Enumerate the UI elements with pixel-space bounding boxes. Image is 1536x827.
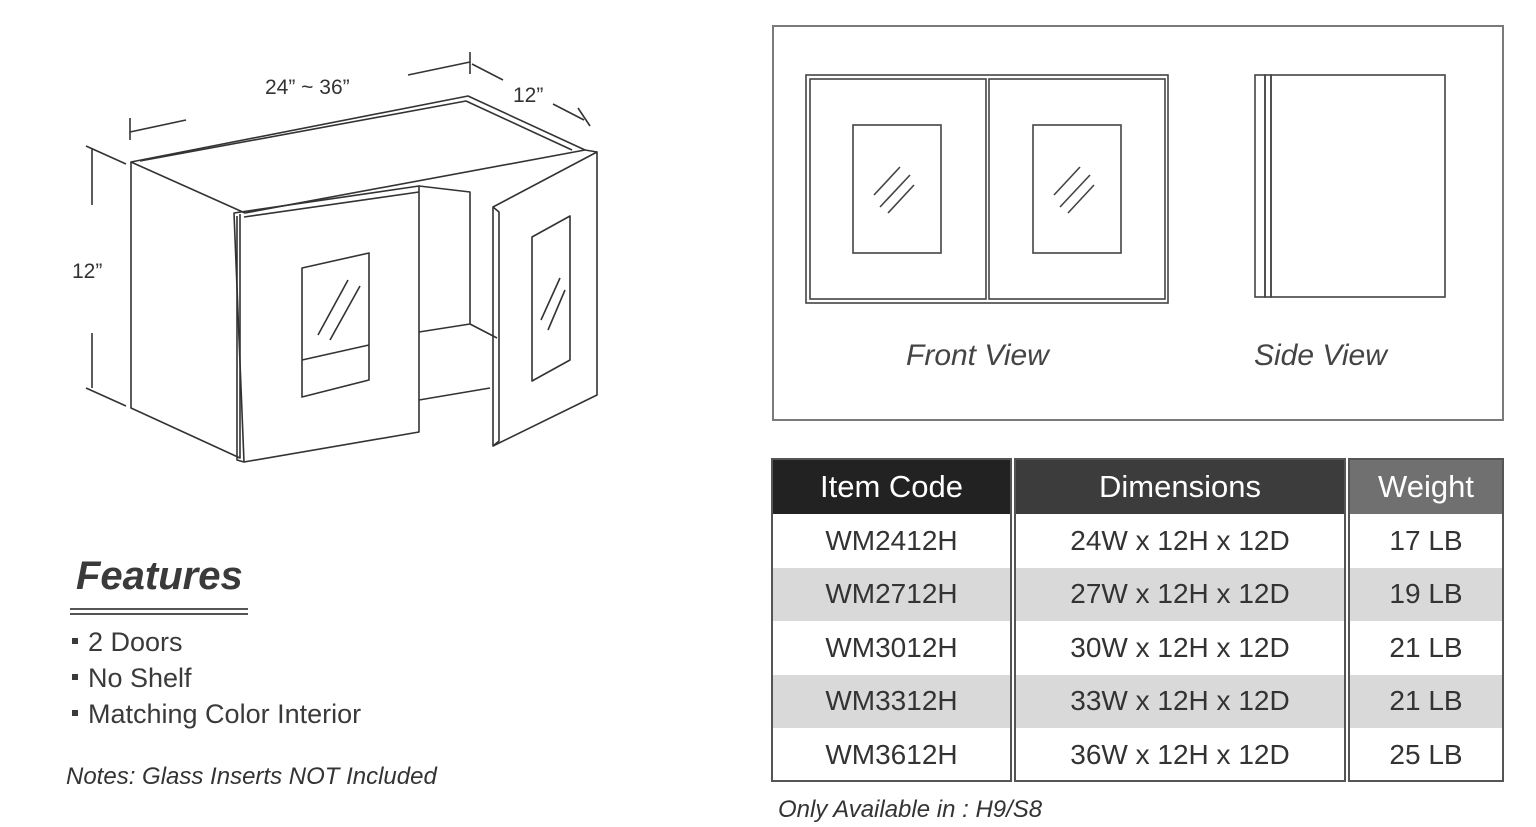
elevation-drawings (805, 74, 1446, 304)
weight-header: Weight (1350, 460, 1502, 514)
feature-text: 2 Doors (88, 627, 183, 657)
table-cell-dimensions: 27W x 12H x 12D (1016, 567, 1344, 621)
table-cell-dimensions: 30W x 12H x 12D (1070, 631, 1290, 663)
availability-note: Only Available in : H9/S8 (778, 796, 1043, 823)
features-heading: Features (76, 554, 243, 598)
elevation-views-panel: Front View Side View (772, 25, 1504, 421)
bullet-icon (72, 673, 78, 680)
item-code-column: Item Code WM2412H WM2712H WM3012H WM3312… (771, 458, 1012, 782)
list-item: 2 Doors (72, 624, 361, 660)
height-dimension-label: 12” (72, 260, 103, 283)
item-code-header: Item Code (773, 460, 1010, 514)
front-view-label: Front View (906, 339, 1049, 372)
side-view-label: Side View (1254, 339, 1387, 372)
table-cell-dimensions: 36W x 12H x 12D (1070, 738, 1290, 770)
table-cell-weight: 25 LB (1389, 738, 1463, 770)
width-dimension-label: 24” ~ 36” (265, 76, 350, 99)
features-divider (70, 608, 248, 615)
table-cell-item-code: WM3612H (825, 738, 958, 770)
list-item: No Shelf (72, 660, 361, 696)
table-cell-item-code: WM3012H (825, 631, 958, 663)
features-list: 2 Doors No Shelf Matching Color Interior (72, 624, 361, 732)
table-cell-item-code: WM2712H (773, 567, 1010, 621)
table-cell-weight: 17 LB (1389, 524, 1463, 556)
list-item: Matching Color Interior (72, 696, 361, 732)
table-cell-item-code: WM3312H (773, 674, 1010, 728)
table-cell-weight: 21 LB (1389, 631, 1463, 663)
dimensions-column: Dimensions 24W x 12H x 12D 27W x 12H x 1… (1014, 458, 1346, 782)
feature-text: Matching Color Interior (88, 699, 362, 729)
table-cell-item-code: WM2412H (825, 524, 958, 556)
table-cell-dimensions: 33W x 12H x 12D (1016, 674, 1344, 728)
table-cell-dimensions: 24W x 12H x 12D (1070, 524, 1290, 556)
bullet-icon (72, 637, 78, 644)
depth-dimension-label: 12” (513, 84, 544, 107)
feature-text: No Shelf (88, 663, 192, 693)
table-cell-weight: 19 LB (1350, 567, 1502, 621)
notes-text: Notes: Glass Inserts NOT Included (66, 763, 437, 790)
dimensions-header: Dimensions (1016, 460, 1344, 514)
bullet-icon (72, 709, 78, 716)
table-cell-weight: 21 LB (1350, 674, 1502, 728)
weight-column: Weight 17 LB 19 LB 21 LB 21 LB 25 LB (1348, 458, 1504, 782)
cabinet-isometric-drawing (85, 52, 598, 463)
